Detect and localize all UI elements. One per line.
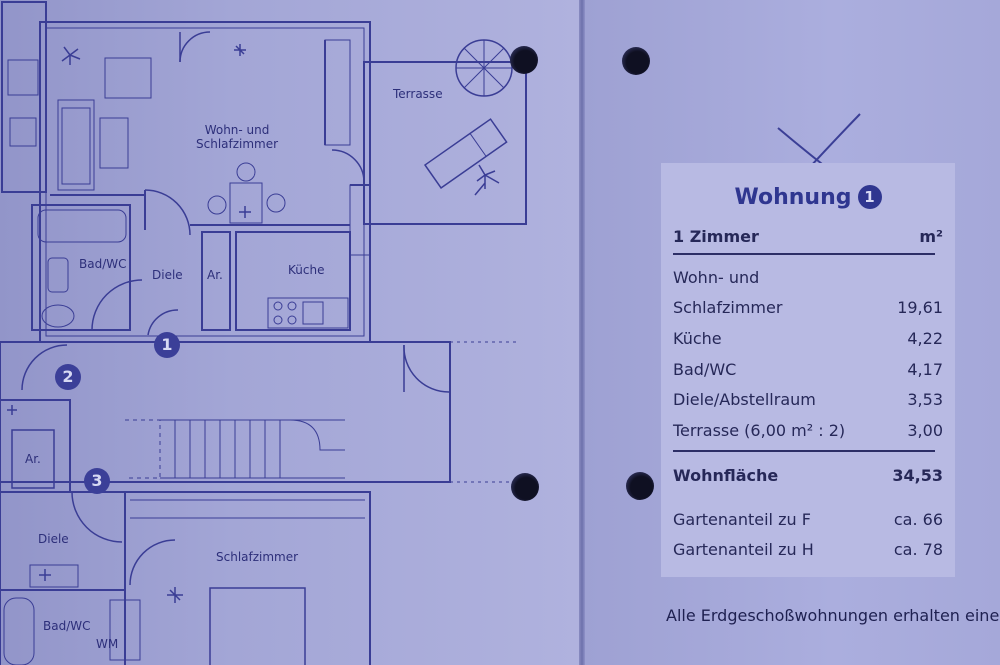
neighbor-unit-outline bbox=[1, 1, 47, 193]
sun-lounger bbox=[423, 118, 508, 189]
area-row: Schlafzimmer 19,61 bbox=[673, 298, 943, 317]
garden-row: Gartenanteil zu H ca. 78 bbox=[673, 540, 943, 559]
area-row-value: 19,61 bbox=[897, 298, 943, 317]
armchair bbox=[104, 57, 152, 99]
area-row: Terrasse (6,00 m² : 2) 3,00 bbox=[673, 421, 943, 440]
floor-plan-drawing bbox=[0, 1, 527, 665]
room-label-bathroom-lower: Bad/WC bbox=[43, 619, 91, 633]
total-area-label: Wohnfläche bbox=[673, 466, 779, 485]
unit-marker-1: 1 bbox=[154, 332, 180, 358]
unit-marker-2: 2 bbox=[55, 364, 81, 390]
garden-row-value: ca. 66 bbox=[893, 510, 943, 529]
footer-note: Alle Erdgeschoßwohnungen erhalten eine bbox=[666, 606, 1000, 625]
room-label-kitchen: Küche bbox=[288, 263, 325, 277]
unit-2-outline bbox=[0, 491, 371, 665]
garden-row-value: ca. 78 bbox=[893, 540, 943, 559]
area-row-label: Terrasse (6,00 m² : 2) bbox=[673, 421, 846, 440]
room-label-terrace: Terrasse bbox=[393, 87, 443, 101]
room-label-living: Wohn- und Schlafzimmer bbox=[196, 123, 279, 151]
area-row-label: Bad/WC bbox=[673, 360, 737, 379]
plant-symbols bbox=[7, 44, 500, 603]
room-label-bathroom: Bad/WC bbox=[79, 257, 127, 271]
punch-hole bbox=[511, 473, 539, 501]
garden-row: Gartenanteil zu F ca. 66 bbox=[673, 510, 943, 529]
area-row-label: Diele/Abstellraum bbox=[673, 390, 816, 409]
bed bbox=[209, 587, 306, 665]
area-row-label: Schlafzimmer bbox=[673, 298, 783, 317]
area-row-value: 4,22 bbox=[907, 329, 943, 348]
room-label-storage: Ar. bbox=[207, 268, 223, 282]
dining-table bbox=[229, 182, 263, 224]
room-label-hall: Diele bbox=[152, 268, 183, 282]
page-fold bbox=[579, 0, 585, 665]
punch-hole bbox=[622, 47, 650, 75]
area-row: Wohn- und bbox=[673, 268, 943, 287]
coffee-table bbox=[99, 117, 129, 169]
area-row-value: 3,53 bbox=[907, 390, 943, 409]
left-page bbox=[0, 0, 582, 665]
area-row-value: 3,00 bbox=[907, 421, 943, 440]
area-row-label: Wohn- und bbox=[673, 268, 760, 287]
area-row-label: Küche bbox=[673, 329, 722, 348]
room-label-storage-lower: Ar. bbox=[25, 452, 41, 466]
bathroom-outline bbox=[31, 204, 131, 331]
garden-row-label: Gartenanteil zu F bbox=[673, 510, 811, 529]
punch-hole bbox=[626, 472, 654, 500]
header-row: 1 Zimmer m² bbox=[673, 227, 943, 246]
unit-marker-3: 3 bbox=[84, 468, 110, 494]
divider bbox=[673, 253, 935, 255]
storage-outline bbox=[201, 231, 231, 331]
area-row: Diele/Abstellraum 3,53 bbox=[673, 390, 943, 409]
garden-row-label: Gartenanteil zu H bbox=[673, 540, 814, 559]
punch-hole bbox=[510, 46, 538, 74]
room-label-bedroom: Schlafzimmer bbox=[216, 550, 299, 564]
total-row: Wohnfläche 34,53 bbox=[673, 466, 943, 485]
room-label-washer: WM bbox=[96, 637, 119, 651]
unit-title-text: Wohnung bbox=[734, 185, 852, 210]
room-label-hall-lower: Diele bbox=[38, 532, 69, 546]
area-row-value: 4,17 bbox=[907, 360, 943, 379]
area-row: Küche 4,22 bbox=[673, 329, 943, 348]
divider bbox=[673, 450, 935, 452]
unit-title-number: 1 bbox=[857, 185, 882, 209]
terrace-outline bbox=[363, 61, 527, 225]
total-area-value: 34,53 bbox=[892, 466, 943, 485]
stairwell-outline bbox=[0, 341, 451, 483]
unit-label: m² bbox=[919, 227, 943, 246]
area-row: Bad/WC 4,17 bbox=[673, 360, 943, 379]
sofa bbox=[57, 99, 95, 191]
kitchen-outline bbox=[235, 231, 351, 331]
rooms-count-label: 1 Zimmer bbox=[673, 227, 759, 246]
